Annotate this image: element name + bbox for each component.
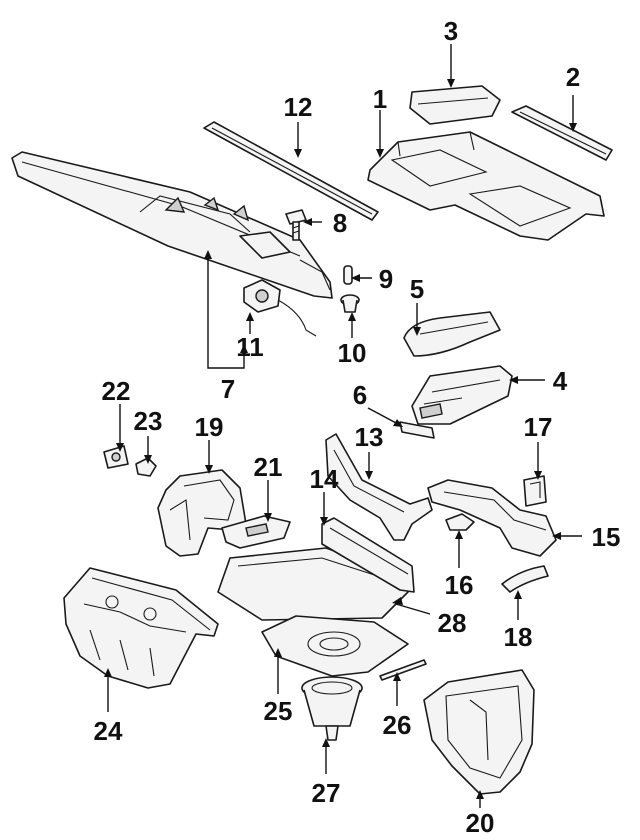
part-25-floor-panel [261,615,409,677]
part-3-cover-pad [409,85,501,125]
part-20-trunk-side [423,669,535,795]
part-6-bracket [399,421,435,439]
arrowheads [104,79,577,799]
callout-labels: 3 2 1 12 8 9 10 5 4 6 7 11 22 23 19 21 1… [94,16,621,838]
part-23-clip [135,457,157,477]
callout-28: 28 [438,608,467,638]
part-19-quarter-trim [157,469,247,557]
callout-16: 16 [445,570,474,600]
part-22-switch [103,445,129,469]
part-9-pin [343,265,353,285]
part-5-console-lid [403,311,501,357]
part-1-panel [367,131,605,241]
part-26-rod [379,659,427,681]
part-7-package-tray [11,151,333,299]
callout-2: 2 [566,62,580,92]
part-14-divider [321,517,415,593]
part-4-console-box [411,365,513,425]
part-15-quarter-trim-right [427,479,557,557]
callout-13: 13 [355,422,384,452]
part-21-pocket [221,515,291,549]
callout-5: 5 [410,274,424,304]
part-11-actuator [243,279,317,337]
callout-22: 22 [102,376,131,406]
part-13-sill-trim [325,433,433,541]
part-8-bolt [285,209,307,241]
callout-6: 6 [353,380,367,410]
callout-1: 1 [373,84,387,114]
callout-27: 27 [312,778,341,808]
callout-7: 7 [221,374,235,404]
part-18-hook [501,565,549,593]
part-12-trim-strip [203,121,379,221]
callout-9: 9 [379,264,393,294]
callout-10: 10 [338,338,367,368]
callout-26: 26 [383,710,412,740]
callout-4: 4 [553,366,568,396]
callout-19: 19 [195,412,224,442]
callout-21: 21 [254,452,283,482]
part-27-cup [301,676,363,741]
part-16-clip [445,513,475,531]
callout-17: 17 [524,412,553,442]
callout-14: 14 [310,464,339,494]
callout-15: 15 [592,522,621,552]
callout-11: 11 [236,332,264,362]
part-10-grommet [340,294,360,313]
callout-12: 12 [284,92,313,122]
callout-3: 3 [444,16,458,46]
callout-24: 24 [94,716,123,746]
part-2-strip [511,105,613,161]
part-24-trunk-wall [63,567,219,689]
callout-25: 25 [264,696,293,726]
part-17-bracket [523,475,547,507]
callout-8: 8 [333,208,347,238]
callout-20: 20 [466,808,495,838]
callout-18: 18 [504,622,533,652]
callout-23: 23 [134,406,163,436]
